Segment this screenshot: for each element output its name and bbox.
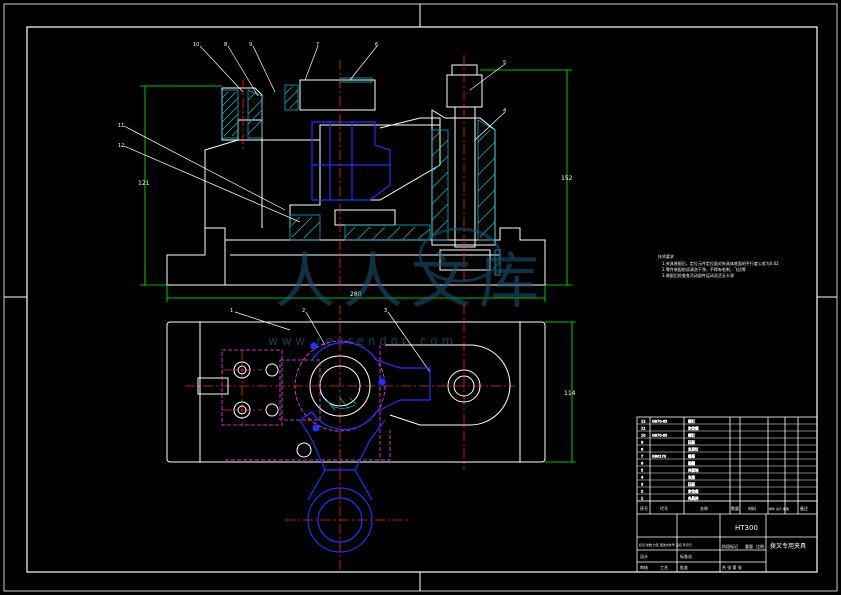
watermark-url: w w w . r e n r e n d o c . c o m bbox=[268, 334, 453, 348]
tb-title: 拨叉专用夹具 bbox=[770, 542, 806, 550]
balloon-12: 12 bbox=[118, 143, 124, 149]
inner-border bbox=[26, 26, 818, 573]
notes-line-1: 1.夹具装配后，定位元件定位面对夹具体底面的平行度公差为0.02 bbox=[662, 260, 779, 266]
notes-line-3: 3.装配后检查各活动部件运动灵活无卡滞 bbox=[662, 272, 734, 278]
tb-col-seq: 序号 bbox=[640, 505, 648, 511]
tb-col-code: 代号 bbox=[660, 505, 668, 511]
tb-row-code: GB70-85 bbox=[652, 434, 667, 438]
tb-col-weight: 单件 总计 重量 bbox=[769, 506, 789, 511]
balloon-2: 2 bbox=[302, 308, 305, 314]
tb-col-mat: 材料 bbox=[748, 505, 756, 511]
tb-row-name: 螺钉 bbox=[688, 419, 696, 424]
tb-row-no: 11 bbox=[641, 427, 645, 431]
dimensions bbox=[140, 69, 576, 463]
balloon-8: 8 bbox=[224, 42, 227, 48]
tb-row-name: 压板 bbox=[688, 440, 696, 445]
workpiece-front bbox=[311, 121, 391, 201]
tb-drawing-no: HT300 bbox=[735, 524, 758, 532]
tb-row-name: 夹紧块 bbox=[688, 468, 699, 473]
balloon-1: 1 bbox=[230, 308, 233, 314]
tb-row-no: 3 bbox=[641, 483, 643, 487]
plan-hatch bbox=[324, 397, 357, 411]
plan-view bbox=[166, 321, 546, 463]
tb-process: 工艺 bbox=[660, 565, 668, 570]
tb-row-no: 9 bbox=[641, 441, 643, 445]
tb-stage: 阶段标记 bbox=[722, 543, 738, 549]
balloon-6: 6 bbox=[375, 42, 378, 48]
tb-std: 标准化 bbox=[680, 553, 692, 559]
tb-row-name: 支承钉 bbox=[688, 447, 699, 452]
tb-row-no: 1 bbox=[641, 497, 643, 501]
tb-row-no: 5 bbox=[641, 469, 643, 473]
tb-row-name: 定位盘 bbox=[688, 489, 699, 494]
tb-row-no: 12 bbox=[641, 420, 645, 424]
tb-scale: 比例 bbox=[756, 543, 764, 549]
tb-design: 设计 bbox=[640, 553, 648, 559]
tb-row-name: 螺钉 bbox=[688, 433, 696, 438]
title-block-text: 序号 代号 名称 数量 材料 单件 总计 重量 备注 HT300 拨叉专用夹具 … bbox=[639, 505, 808, 570]
tb-row-no: 6 bbox=[641, 462, 643, 466]
dim-plan-depth: 114 bbox=[564, 390, 576, 397]
tb-row-no: 10 bbox=[641, 434, 645, 438]
tb-col-qty: 数量 bbox=[731, 505, 739, 511]
tb-sheets: 共 张 第 张 bbox=[722, 564, 742, 570]
balloon-3: 3 bbox=[384, 308, 387, 314]
tb-row-no: 7 bbox=[641, 455, 643, 459]
tb-row-code: GB6170 bbox=[652, 455, 666, 459]
tb-row-name: 螺母 bbox=[688, 454, 696, 459]
dim-height-right: 152 bbox=[561, 175, 573, 182]
tb-row-name: 垫圈 bbox=[688, 461, 696, 466]
tb-check: 审核 bbox=[640, 564, 648, 570]
balloon-10: 10 bbox=[193, 42, 199, 48]
workpiece-plan bbox=[299, 341, 431, 553]
tb-row-name: 支座 bbox=[688, 475, 696, 480]
balloon-5: 5 bbox=[503, 60, 506, 66]
hidden-lines bbox=[221, 340, 391, 461]
tb-row-no: 4 bbox=[641, 476, 644, 480]
balloon-4: 4 bbox=[503, 108, 506, 114]
tb-row-code: GB70-85 bbox=[652, 420, 667, 424]
tb-col-note: 备注 bbox=[800, 505, 808, 511]
tb-row-no: 8 bbox=[641, 448, 643, 452]
tb-row-name: 压板 bbox=[688, 482, 696, 487]
tb-row-no: 2 bbox=[641, 490, 643, 494]
leader-lines bbox=[123, 45, 506, 373]
watermark: 人人文库 w w w . r e n r e n d o c . c o m bbox=[268, 227, 547, 348]
balloon-11: 11 bbox=[118, 123, 124, 129]
watermark-brand: 人人文库 bbox=[275, 247, 547, 317]
notes-line-2: 2.零件装配前须清洗干净，不得有毛刺、飞边等 bbox=[662, 266, 746, 272]
tb-weight: 重量 bbox=[745, 543, 753, 549]
tb-row-name: 定位销 bbox=[688, 426, 699, 431]
tb-sign-labels: 标记 处数 分区 更改文件号 签名 年月日 bbox=[639, 542, 692, 547]
notes-title: 技术要求 bbox=[658, 253, 674, 259]
tb-approve: 批准 bbox=[680, 564, 688, 570]
balloon-labels: 10 8 9 7 6 5 4 11 12 1 2 3 bbox=[118, 42, 506, 314]
centering-marks bbox=[4, 4, 837, 591]
tb-col-name: 名称 bbox=[700, 505, 708, 511]
technical-notes: 技术要求 1.夹具装配后，定位元件定位面对夹具体底面的平行度公差为0.02 2.… bbox=[658, 253, 779, 278]
balloon-7: 7 bbox=[316, 42, 319, 48]
dim-width-bottom: 280 bbox=[350, 291, 362, 298]
center-lines bbox=[185, 55, 515, 570]
dim-height-left: 121 bbox=[138, 180, 150, 187]
tb-row-name: 夹具体 bbox=[688, 496, 699, 501]
balloon-9: 9 bbox=[249, 42, 252, 48]
